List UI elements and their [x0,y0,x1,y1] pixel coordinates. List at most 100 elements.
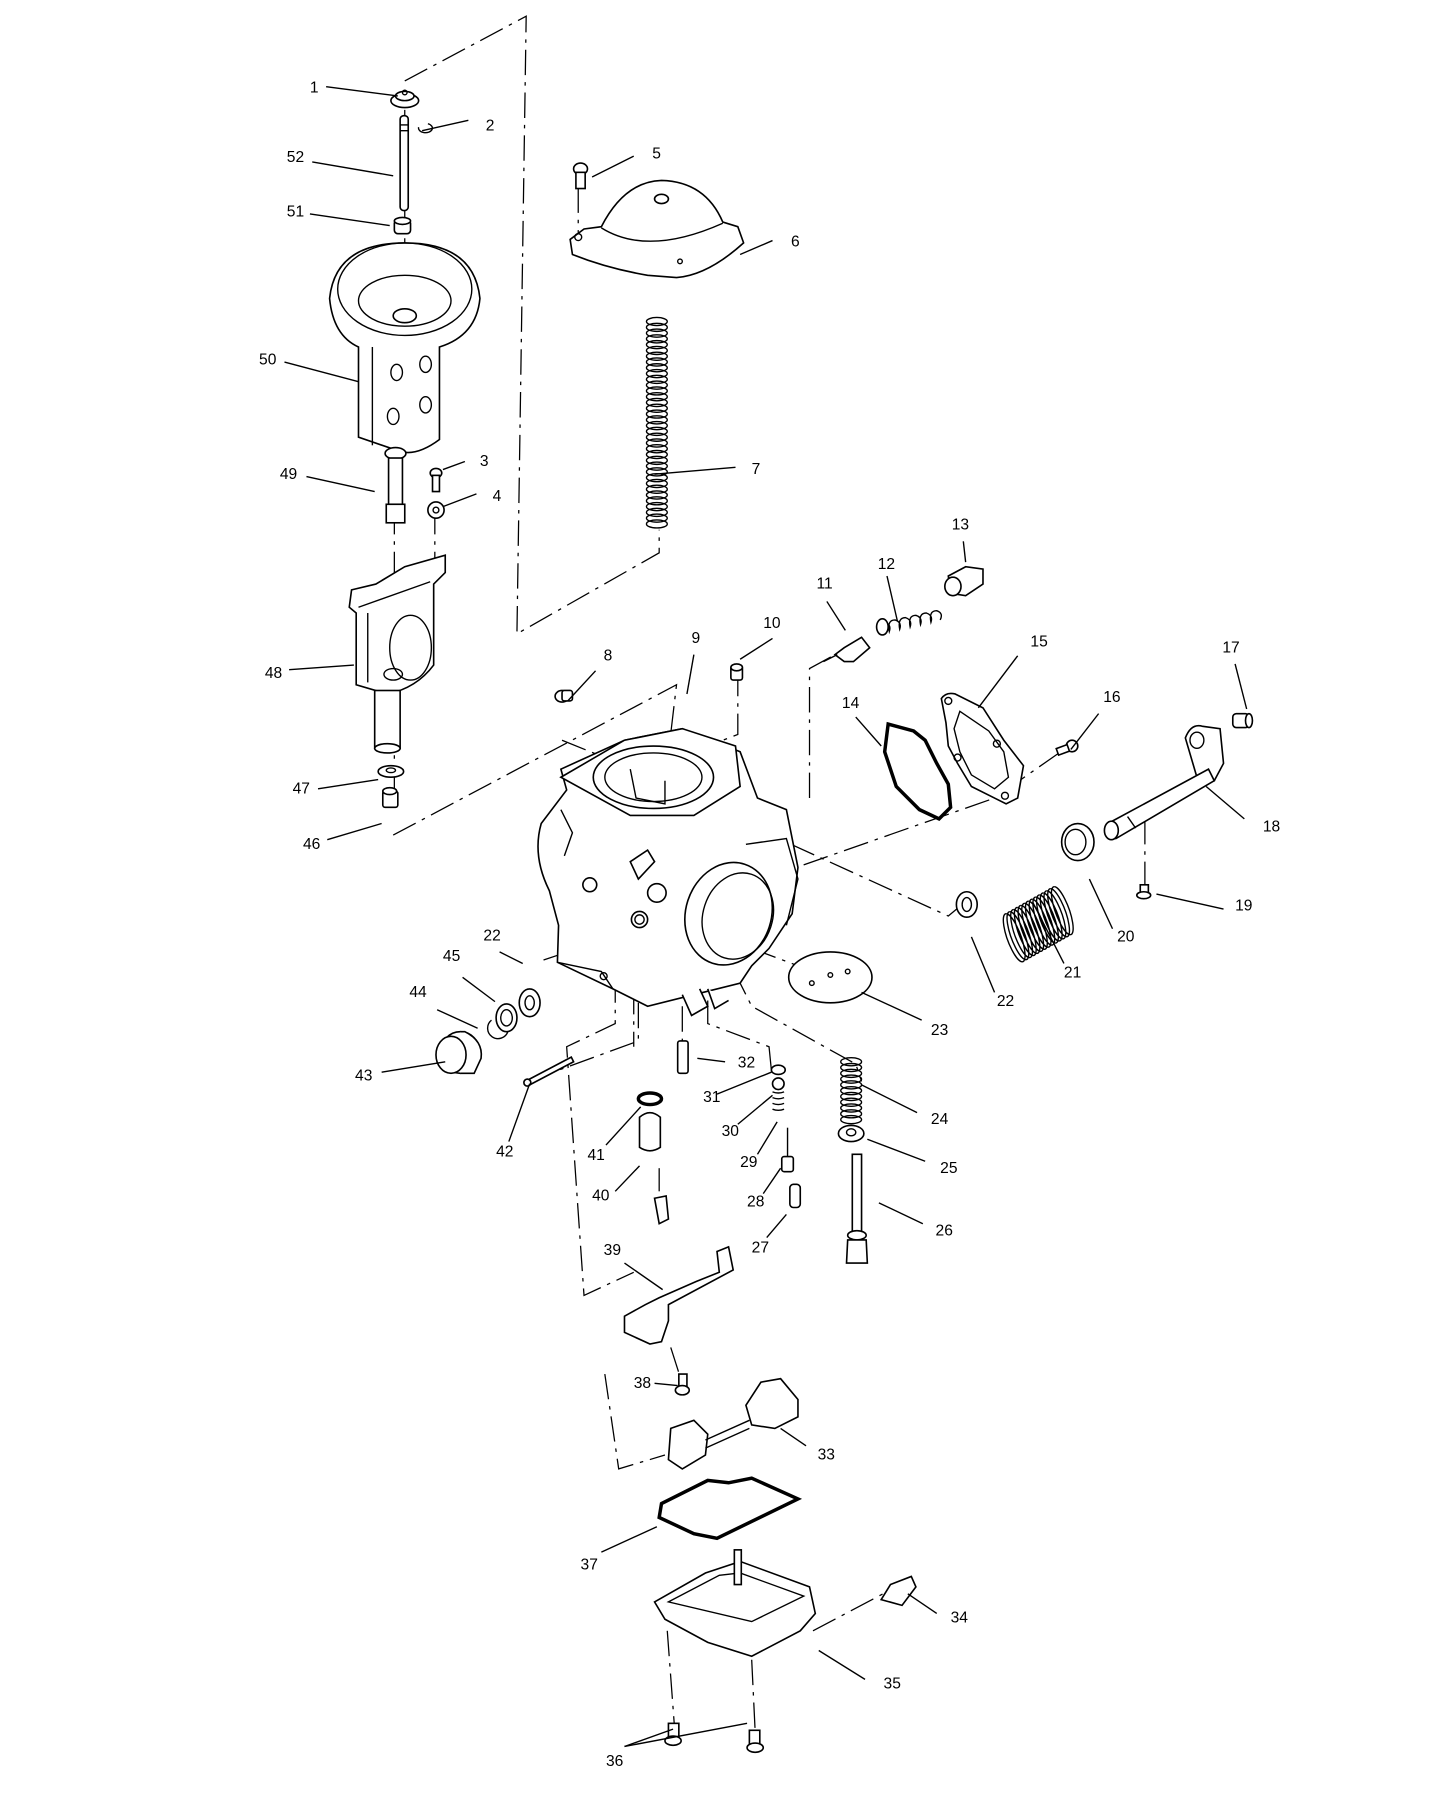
leader-line [462,976,496,1003]
part-33-float [667,1377,799,1470]
part-8-air-jet [554,689,574,703]
part-39-plate [623,1245,735,1345]
leader-line [624,1728,674,1748]
carburetor-body [537,727,799,1017]
leader-line [756,1121,778,1155]
leader-line [907,1593,938,1615]
callout-number: 13 [952,517,969,534]
leader-line [766,1213,787,1239]
part-43-cap [435,1030,483,1075]
leader-line [780,1427,807,1447]
callout-number: 28 [747,1193,764,1210]
leader-line [861,1084,918,1114]
part-27-plug [789,1183,802,1209]
callout-number: 22 [997,993,1014,1010]
leader-line [977,655,1019,709]
part-23-throttle-plate [787,951,873,1004]
leader-line [654,466,736,475]
part-11-plunger [823,636,871,663]
callout-number: 4 [493,488,502,505]
part-6-top-cover [569,179,745,279]
callout-number: 37 [581,1557,598,1574]
part-25-washer [837,1124,865,1143]
callout-number: 17 [1222,639,1239,656]
part-38-screw [674,1373,691,1396]
part-1-cap [390,89,420,109]
part-35-float-bowl [653,1549,817,1658]
leader-line [1032,901,1065,964]
callout-number: 45 [443,948,461,965]
leader-line [818,1649,866,1680]
part-37-float-bowl-gasket [657,1476,803,1541]
callout-number: 24 [931,1111,949,1128]
leader-line [289,664,354,671]
callout-labels: 1234567891011121314151617181920212222232… [259,80,1280,1771]
callout-number: 26 [936,1222,953,1239]
leader-line [312,161,394,177]
leader-line [327,822,382,841]
callout-number: 20 [1117,928,1135,945]
part-49-needle-jet [384,446,407,524]
callout-number: 2 [486,118,495,135]
leader-line [284,361,359,383]
leader-line [421,119,469,132]
leader-line [970,936,996,993]
leader-line [1156,893,1224,910]
callout-number: 43 [355,1067,372,1084]
part-13-nut [944,565,984,597]
leader-line [1234,663,1248,710]
leader-line [1070,713,1100,750]
callout-number: 46 [303,836,320,853]
part-41-oring [636,1091,664,1107]
callout-number: 5 [652,145,661,162]
callout-number: 14 [842,695,860,712]
part-14-gasket [882,721,953,821]
callout-number: 10 [763,615,781,632]
leader-line [614,1165,641,1192]
part-20-bushing [1060,822,1095,862]
callout-number: 21 [1064,964,1081,981]
callout-number: 50 [259,351,277,368]
part-22-seal-right [955,890,979,919]
callout-number: 44 [409,984,427,1001]
part-52-needle [399,114,410,212]
leader-line [601,1526,658,1553]
callout-number: 23 [931,1022,948,1039]
leader-line [962,541,967,563]
part-40-needle-valve [638,1111,670,1225]
callout-number: 19 [1235,897,1252,914]
part-47-washer [377,764,405,779]
leader-line [697,1057,726,1063]
leader-line [381,1061,446,1073]
leader-line [1088,878,1114,930]
leader-line [1205,785,1245,820]
leader-line [654,1382,678,1387]
part-15-cover [940,692,1025,805]
part-51-spacer [393,216,412,235]
callout-number: 42 [496,1144,513,1161]
leader-line [686,654,695,695]
part-34-drain-screw [879,1575,917,1607]
leader-line [739,239,773,256]
callout-number: 29 [740,1154,757,1171]
leader-line [508,1083,531,1142]
callout-number: 35 [884,1676,902,1693]
callout-number: 3 [480,453,489,470]
callout-number: 51 [287,203,304,220]
callout-number: 25 [940,1160,958,1177]
callout-number: 33 [818,1447,835,1464]
part-29-spring [772,1091,785,1112]
part-3-screw [429,467,443,493]
callout-number: 40 [592,1188,610,1205]
callout-number: 32 [738,1055,755,1072]
callout-number: 9 [692,630,701,647]
part-28-pilot-screw [780,1127,795,1173]
part-32-jet [676,1040,689,1075]
part-45-washer [495,1003,518,1033]
part-19-screw [1135,883,1152,900]
leader-line [309,213,390,227]
callout-number: 48 [265,665,282,682]
callout-number: 49 [280,466,297,483]
part-2-eclip [417,123,434,134]
